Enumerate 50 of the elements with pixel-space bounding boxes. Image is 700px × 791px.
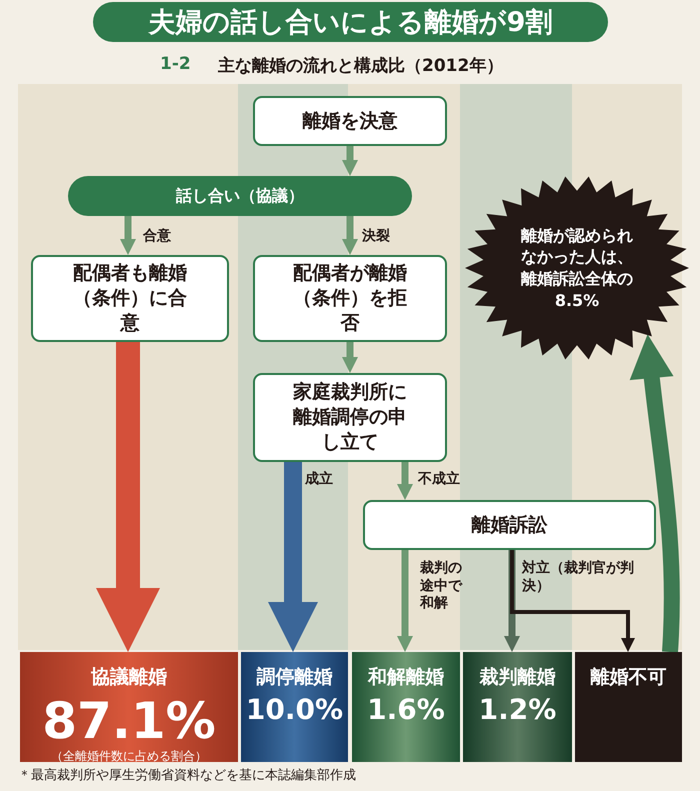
figure-number: 1-2	[160, 54, 191, 74]
process-box	[253, 255, 447, 342]
result-name: 和解離婚	[368, 665, 444, 690]
node-text: 離婚が認められなかった人は、離婚訴訟全体の8.5%	[520, 224, 634, 312]
edge-label: 決裂	[362, 228, 390, 246]
thick-arrow	[268, 462, 318, 652]
arrow	[342, 342, 358, 373]
thick-arrow	[630, 334, 680, 652]
result-box	[352, 652, 460, 762]
edge-label: 不成立	[418, 471, 460, 488]
edge-label: 合意	[143, 228, 171, 246]
result-box	[463, 652, 572, 762]
percentage: 1.2%	[478, 696, 556, 724]
footnote: ＊最高裁判所や厚生労働省資料などを基に本誌編集部作成	[18, 767, 356, 784]
arrow	[342, 146, 358, 176]
node-text: 離婚訴訟	[472, 512, 548, 538]
result-box	[20, 652, 238, 762]
subtitle: 主な離婚の流れと構成比（2012年）	[218, 55, 504, 77]
result-name: 調停離婚	[256, 665, 332, 690]
result-name: 協議離婚	[91, 665, 167, 690]
node-text: 配偶者も離婚（条件）に合意	[72, 261, 188, 336]
arrow	[510, 550, 635, 652]
starburst-callout	[465, 176, 689, 360]
arrow	[120, 216, 136, 255]
result-name: 裁判離婚	[480, 665, 556, 690]
title-banner: 夫婦の話し合いによる離婚が9割	[93, 2, 608, 42]
process-box	[363, 500, 656, 550]
edge-label: 裁判の途中で和解	[420, 560, 464, 612]
process-box	[253, 96, 447, 146]
arrow	[504, 550, 520, 652]
arrow	[342, 216, 358, 255]
edge-label: 成立	[305, 471, 333, 488]
percentage: 10.0%	[246, 696, 344, 724]
thick-arrow	[96, 342, 160, 652]
result-box	[241, 652, 348, 762]
node-text: 離婚を決意	[302, 108, 398, 134]
arrow	[397, 462, 413, 500]
node-text: 話し合い（協議）	[176, 186, 304, 206]
node-text: 家庭裁判所に離婚調停の申し立て	[292, 380, 408, 455]
discussion-pill	[68, 176, 412, 216]
result-name: 離婚不可	[590, 665, 666, 690]
percentage: 1.6%	[367, 696, 445, 724]
result-box	[575, 652, 682, 762]
arrow	[397, 550, 413, 652]
node-text: 配偶者が離婚（条件）を拒否	[292, 261, 408, 336]
note-text: （全離婚件数に占める割合）	[51, 748, 207, 765]
process-box	[253, 373, 447, 462]
percentage: 87.1%	[42, 696, 216, 746]
process-box	[31, 255, 229, 342]
edge-label: 対立（裁判官が判決）	[522, 560, 634, 595]
